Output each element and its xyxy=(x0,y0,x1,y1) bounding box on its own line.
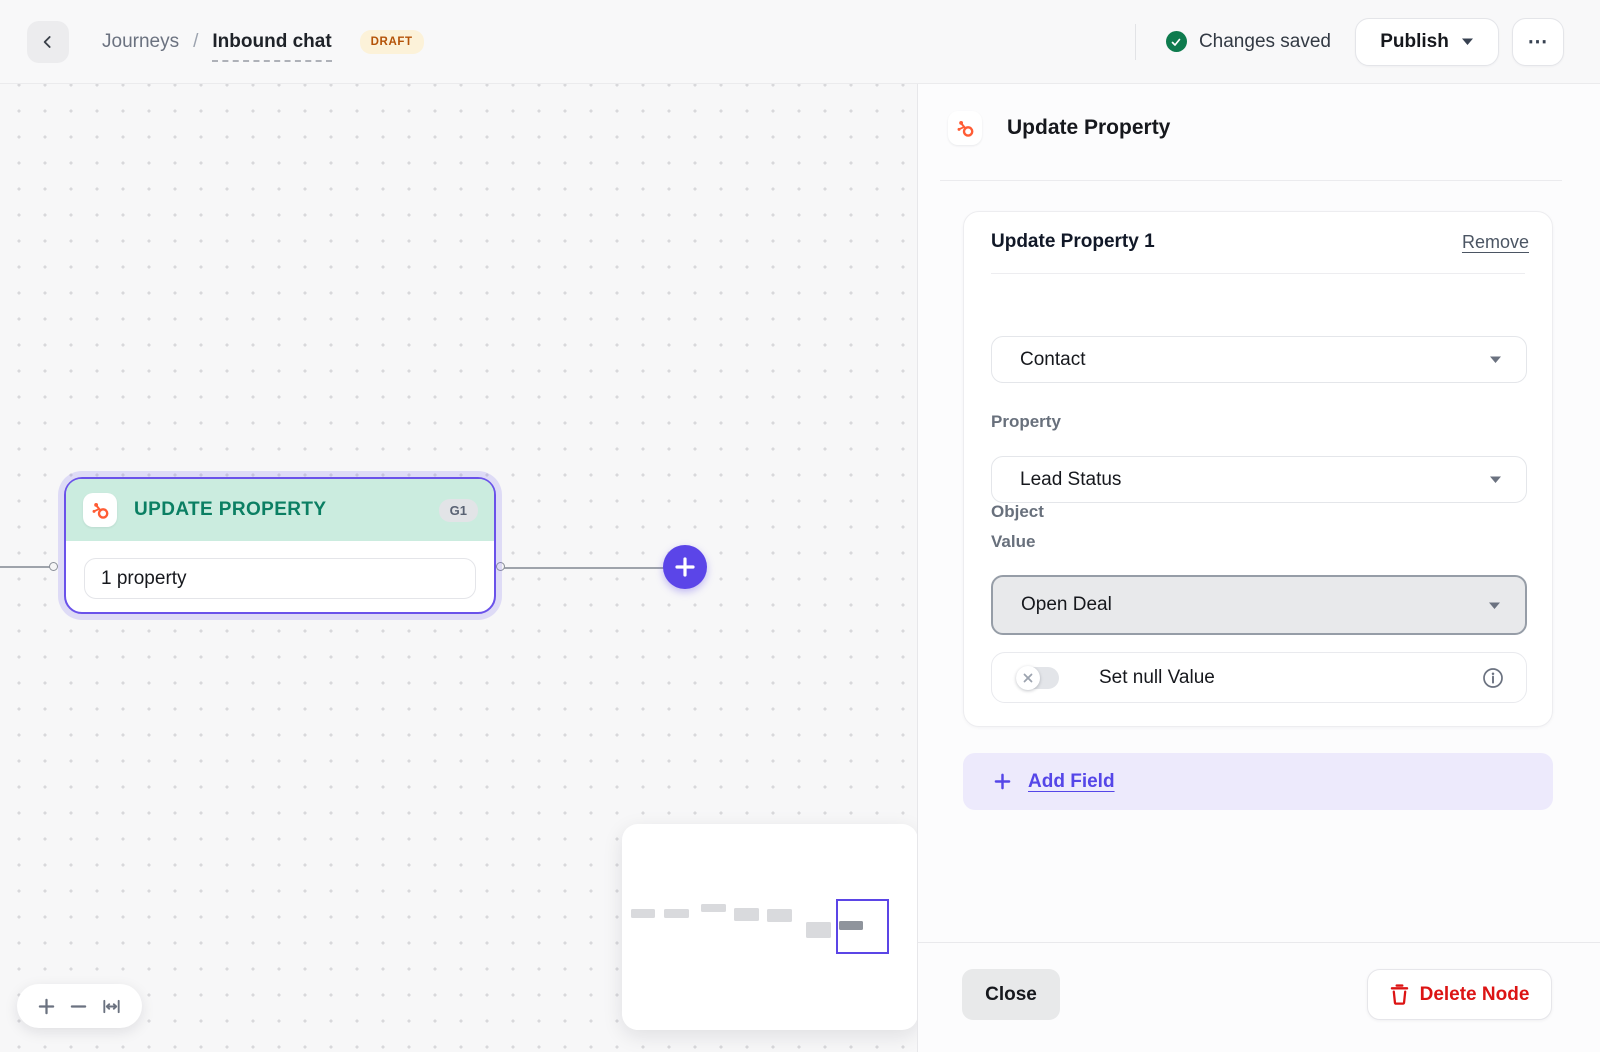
publish-button[interactable]: Publish xyxy=(1355,17,1499,66)
chevron-left-icon xyxy=(38,32,58,52)
journey-canvas[interactable]: UPDATE PROPERTY G1 1 property xyxy=(0,84,918,1052)
save-status: Changes saved xyxy=(1165,30,1331,53)
hubspot-icon xyxy=(948,111,982,145)
status-badge: DRAFT xyxy=(359,29,424,54)
trash-icon xyxy=(1390,984,1409,1005)
set-null-label: Set null Value xyxy=(1099,666,1215,688)
card-title: Update Property 1 xyxy=(991,231,1155,252)
update-property-card: Update Property 1 Remove Object Contact … xyxy=(963,211,1553,727)
save-status-label: Changes saved xyxy=(1198,30,1331,52)
value-select[interactable]: Open Deal xyxy=(991,575,1527,635)
node-header: UPDATE PROPERTY G1 xyxy=(66,479,494,541)
minimap-node xyxy=(806,922,831,938)
edge-incoming xyxy=(0,566,53,568)
panel-header: Update Property xyxy=(948,111,1170,145)
panel-title: Update Property xyxy=(1007,116,1171,139)
top-bar: Journeys / Inbound chat DRAFT Changes sa… xyxy=(0,0,1600,84)
add-node-button[interactable] xyxy=(663,545,707,589)
minimap-node xyxy=(767,909,792,922)
minimap[interactable] xyxy=(622,824,917,1030)
zoom-controls xyxy=(17,984,142,1028)
node-config-panel: Update Property Update Property 1 Remove… xyxy=(918,84,1600,1052)
topbar-actions: Changes saved Publish ⋯ xyxy=(1134,17,1564,66)
set-null-row: Set null Value xyxy=(991,652,1527,703)
breadcrumb-separator: / xyxy=(193,30,199,52)
breadcrumb-journeys[interactable]: Journeys xyxy=(102,30,180,52)
divider xyxy=(940,180,1562,181)
add-field-label: Add Field xyxy=(1028,770,1115,792)
zoom-in-button[interactable] xyxy=(38,998,55,1015)
delete-node-label: Delete Node xyxy=(1419,983,1530,1005)
object-select[interactable]: Contact xyxy=(991,336,1527,383)
object-value: Contact xyxy=(1020,348,1086,370)
plus-icon xyxy=(674,556,696,578)
divider xyxy=(1134,23,1136,60)
chevron-down-icon xyxy=(1489,355,1502,364)
node-summary[interactable]: 1 property xyxy=(84,558,476,599)
journey-name[interactable]: Inbound chat xyxy=(212,31,332,62)
minimap-node xyxy=(664,909,689,918)
object-label: Object xyxy=(991,502,1044,521)
set-null-toggle[interactable] xyxy=(1016,665,1059,690)
check-circle-icon xyxy=(1165,31,1187,52)
property-value: Lead Status xyxy=(1020,468,1122,490)
update-property-node[interactable]: UPDATE PROPERTY G1 1 property xyxy=(64,477,496,614)
value-label: Value xyxy=(991,532,1036,551)
property-select[interactable]: Lead Status xyxy=(991,456,1527,503)
value-value: Open Deal xyxy=(1021,594,1112,615)
chevron-down-icon xyxy=(1461,37,1474,46)
minimap-viewport[interactable] xyxy=(836,899,889,954)
ellipsis-icon: ⋯ xyxy=(1527,31,1549,53)
chevron-down-icon xyxy=(1488,601,1501,610)
toggle-knob-icon xyxy=(1016,665,1040,690)
hubspot-icon xyxy=(83,493,117,527)
info-icon[interactable] xyxy=(1482,667,1504,689)
node-body: 1 property xyxy=(66,541,494,616)
close-button[interactable]: Close xyxy=(962,969,1060,1020)
plus-icon xyxy=(994,773,1011,790)
minimap-node xyxy=(734,908,759,921)
publish-label: Publish xyxy=(1380,30,1449,52)
fit-view-button[interactable] xyxy=(102,998,121,1015)
edge-outgoing xyxy=(504,567,664,569)
divider xyxy=(991,273,1525,274)
node-input-port xyxy=(49,562,58,571)
property-label: Property xyxy=(991,412,1061,431)
minimap-node xyxy=(631,909,655,918)
node-type-label: UPDATE PROPERTY xyxy=(134,499,327,520)
node-output-port xyxy=(496,562,505,571)
breadcrumb: Journeys / Inbound chat xyxy=(102,30,332,62)
remove-link[interactable]: Remove xyxy=(1461,231,1529,252)
zoom-out-button[interactable] xyxy=(70,998,87,1015)
minimap-node xyxy=(839,921,863,930)
chevron-down-icon xyxy=(1489,475,1502,484)
delete-node-button[interactable]: Delete Node xyxy=(1367,969,1552,1020)
divider xyxy=(918,942,1600,943)
back-button[interactable] xyxy=(27,20,69,63)
add-field-button[interactable]: Add Field xyxy=(963,753,1553,810)
more-options-button[interactable]: ⋯ xyxy=(1512,17,1564,66)
node-group-badge: G1 xyxy=(438,498,478,522)
minimap-node xyxy=(701,904,726,912)
